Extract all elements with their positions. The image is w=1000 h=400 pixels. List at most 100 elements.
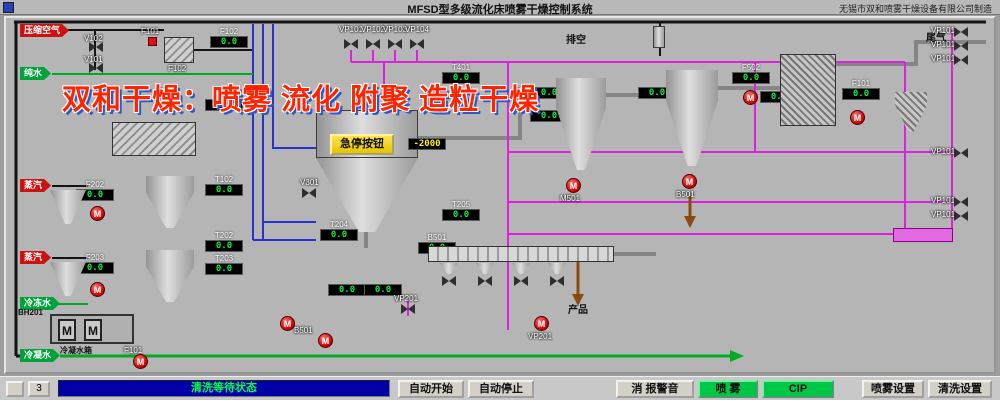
display-f502: F502 0.0 <box>732 63 770 84</box>
pump-f101-topleft[interactable] <box>148 37 157 46</box>
flowtag-pure-water: 纯水 <box>20 67 51 80</box>
watermark-brand: 双和干燥： <box>62 84 213 116</box>
display-t204: T204 0.0 <box>320 220 358 241</box>
valve-vp101-r3[interactable] <box>954 55 968 65</box>
label-vp101-top: VP101 <box>339 25 364 34</box>
label-condensate-tank: 冷凝水箱 <box>60 346 92 355</box>
display-t201: T201 0.0 <box>205 90 243 111</box>
tank-motor-2: M <box>84 319 102 341</box>
label-tail-gas: 尾气 <box>926 33 946 44</box>
label-vp201-bottom: VP201 <box>528 332 553 341</box>
valve-v101[interactable] <box>89 63 103 73</box>
status-message: 清洗等待状态 <box>58 380 390 397</box>
pump-condensate[interactable]: M <box>133 354 148 369</box>
pump-b501[interactable]: M <box>280 316 295 331</box>
label-v102: V102 <box>84 34 103 43</box>
flowtag-compressed-air: 压缩空气 <box>20 24 69 37</box>
valve-vp101-r1[interactable] <box>954 27 968 37</box>
valve-vp101-r4[interactable] <box>954 148 968 158</box>
bed-hopper-2 <box>476 263 494 274</box>
label-vp101-r3: VP101 <box>931 54 956 63</box>
display-f101r: F101 0.0 <box>842 79 880 100</box>
display-t401: T401 0.0 <box>442 63 480 84</box>
manufacturer-label: 无锡市双和喷雾干燥设备有限公司制造 <box>838 4 992 14</box>
label-m501: M501 <box>560 194 581 203</box>
spray-settings-button[interactable]: 喷雾设置 <box>862 380 924 398</box>
valve-bed-2[interactable] <box>478 276 492 286</box>
pump-bed-right[interactable]: M <box>534 316 549 331</box>
valve-vp103[interactable] <box>388 39 402 49</box>
label-v101: V101 <box>84 55 103 64</box>
valve-vp101-r5[interactable] <box>954 197 968 207</box>
label-vp101-r4: VP101 <box>931 147 956 156</box>
display-f102-value: 0.0 <box>210 36 248 48</box>
pump-left-2[interactable]: M <box>90 282 105 297</box>
flowtag-condensate: 冷凝水 <box>20 349 60 362</box>
statusbar-blank-button[interactable] <box>6 381 24 397</box>
valve-v301[interactable] <box>302 188 316 198</box>
label-vp101-r6: VP101 <box>931 210 956 219</box>
label-vp101-r5: VP101 <box>931 196 956 205</box>
label-b501-cy: B501 <box>676 190 695 199</box>
watermark: 双和干燥：喷雾 流化 附聚 造粒干燥 <box>62 76 539 118</box>
valve-vp104[interactable] <box>410 39 424 49</box>
display-t205: T205 0.0 <box>442 200 480 221</box>
label-f102: F102 <box>168 64 187 73</box>
valve-bed-3[interactable] <box>514 276 528 286</box>
label-exhaust: 排空 <box>566 35 586 46</box>
display-f102: F102 0.0 <box>210 27 248 48</box>
label-v301: V301 <box>300 178 319 187</box>
fluid-bed <box>428 246 614 262</box>
valve-vp101[interactable] <box>344 39 358 49</box>
label-vp101-r2: VP101 <box>931 40 956 49</box>
label-f101-topleft: F101 <box>141 27 160 36</box>
mute-alarm-button[interactable]: 消 报警音 <box>616 380 694 398</box>
cip-button[interactable]: CIP <box>762 380 834 398</box>
auto-start-button[interactable]: 自动开始 <box>398 380 464 398</box>
bed-hopper-1 <box>440 263 458 274</box>
pump-bed-left[interactable]: M <box>318 333 333 348</box>
display-t203: T203 0.0 <box>205 254 243 275</box>
flowtag-steam-1: 蒸汽 <box>20 179 51 192</box>
pump-scrubber[interactable]: M <box>850 110 865 125</box>
scrubber-tower <box>780 54 836 126</box>
valve-bed-4[interactable] <box>550 276 564 286</box>
bag-filter <box>112 122 196 156</box>
valve-vp201[interactable] <box>401 304 415 314</box>
exhaust-vessel <box>653 26 665 48</box>
display-weight: -2000 <box>408 138 446 150</box>
display-f203: F203 0.0 <box>76 253 114 274</box>
label-vp102-top: VP102 <box>361 25 386 34</box>
display-t102: T102 0.0 <box>205 175 243 196</box>
magenta-junction-box <box>893 228 953 242</box>
bed-hopper-3 <box>512 263 530 274</box>
watermark-slogan: 喷雾 流化 附聚 造粒干燥 <box>212 84 540 116</box>
pump-f502[interactable]: M <box>743 90 758 105</box>
flowtag-chilled-water: 冷冻水 <box>20 297 60 310</box>
page-title: MFSD型多级流化床喷雾干燥控制系统 <box>407 4 593 16</box>
auto-stop-button[interactable]: 自动停止 <box>468 380 534 398</box>
valve-v102[interactable] <box>89 42 103 52</box>
label-f101-bottom: F101 <box>124 346 143 355</box>
display-weight-value: -2000 <box>408 138 446 150</box>
label-vp101-r1: VP101 <box>931 26 956 35</box>
title-bar: MFSD型多级流化床喷雾干燥控制系统 无锡市双和喷雾干燥设备有限公司制造 <box>0 0 1000 16</box>
label-b501-bottom: B501 <box>294 326 313 335</box>
label-bh201: BH201 <box>18 308 43 317</box>
heater-f102 <box>164 37 194 63</box>
pump-left-1[interactable]: M <box>90 206 105 221</box>
pump-m501[interactable]: M <box>566 178 581 193</box>
statusbar-indicator-button[interactable]: 3 <box>28 381 50 397</box>
clean-settings-button[interactable]: 清洗设置 <box>928 380 992 398</box>
label-vp103-top: VP103 <box>383 25 408 34</box>
valve-bed-1[interactable] <box>442 276 456 286</box>
bed-hopper-4 <box>548 263 566 274</box>
tank-motor-1: M <box>58 319 76 341</box>
spray-button[interactable]: 喷 雾 <box>698 380 758 398</box>
emergency-stop-button[interactable]: 急停按钮 <box>330 134 394 155</box>
valve-vp101-r2[interactable] <box>954 41 968 51</box>
valve-vp101-r6[interactable] <box>954 211 968 221</box>
valve-vp102[interactable] <box>366 39 380 49</box>
pump-b501-cy[interactable]: M <box>682 174 697 189</box>
